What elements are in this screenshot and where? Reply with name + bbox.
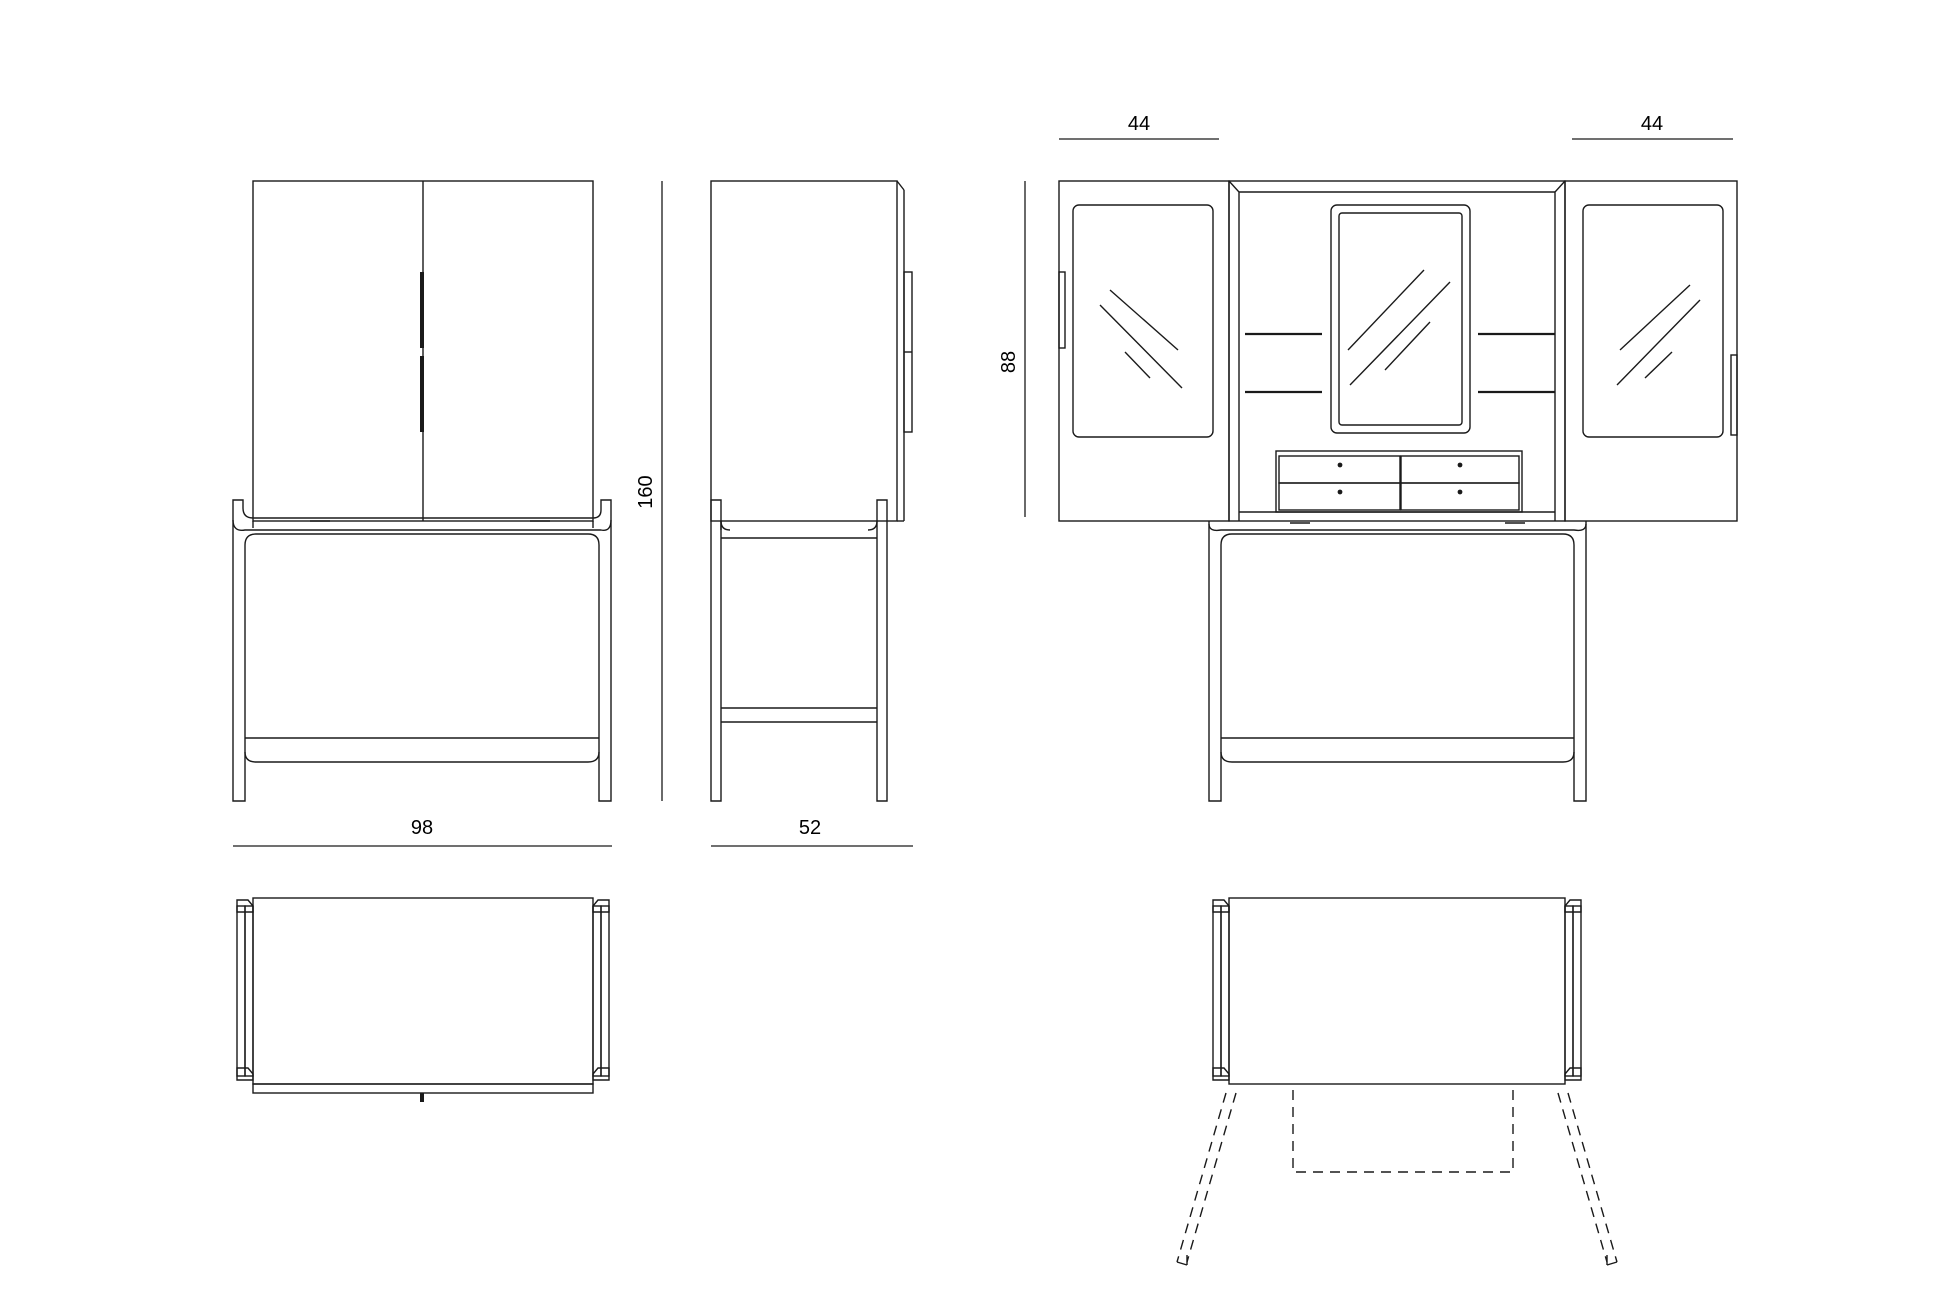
- open-left-door: [1058, 180, 1230, 522]
- drawer-knob: [1337, 462, 1343, 468]
- dimension-door-left-label: 44: [1128, 113, 1150, 135]
- left-door-glass: [1072, 204, 1214, 438]
- dimension-height-total-label: 160: [635, 475, 657, 508]
- side-cabinet-body: [710, 180, 898, 522]
- dimension-depth: 52: [711, 817, 913, 847]
- dimension-height-total: 160: [635, 181, 663, 801]
- dimension-width: 98: [233, 817, 612, 847]
- top-view-open: [1176, 897, 1618, 1266]
- front-stand: [232, 499, 612, 802]
- dimension-door-right: 44: [1572, 113, 1733, 140]
- central-mirror: [1330, 204, 1471, 434]
- dimension-width-label: 98: [411, 817, 433, 839]
- open-right-door: [1564, 180, 1738, 522]
- left-door-swing: [1186, 1092, 1237, 1263]
- drawer-knob: [1457, 489, 1463, 495]
- drawer-unit: [1275, 450, 1523, 513]
- top-open-body: [1228, 897, 1566, 1085]
- drawer-swing-outline: [1292, 1090, 1514, 1173]
- top-view-closed: [236, 897, 610, 1102]
- open-stand: [1208, 521, 1587, 802]
- left-door-handle: [1058, 271, 1066, 349]
- dimension-door-right-label: 44: [1641, 113, 1663, 135]
- drawer-knob: [1457, 462, 1463, 468]
- right-door-glass: [1582, 204, 1724, 438]
- right-door-swing: [1557, 1092, 1608, 1263]
- side-view: [710, 180, 913, 802]
- dimension-door-left: 44: [1059, 113, 1219, 140]
- front-view-open: [1058, 180, 1738, 802]
- right-door-handle: [1730, 354, 1738, 436]
- dimension-depth-label: 52: [799, 817, 821, 839]
- front-view-closed: [232, 180, 612, 802]
- dimension-height-cabinet: 88: [998, 181, 1026, 517]
- dimension-height-cabinet-label: 88: [998, 351, 1020, 373]
- top-closed-body: [252, 897, 594, 1085]
- drawer-knob: [1337, 489, 1343, 495]
